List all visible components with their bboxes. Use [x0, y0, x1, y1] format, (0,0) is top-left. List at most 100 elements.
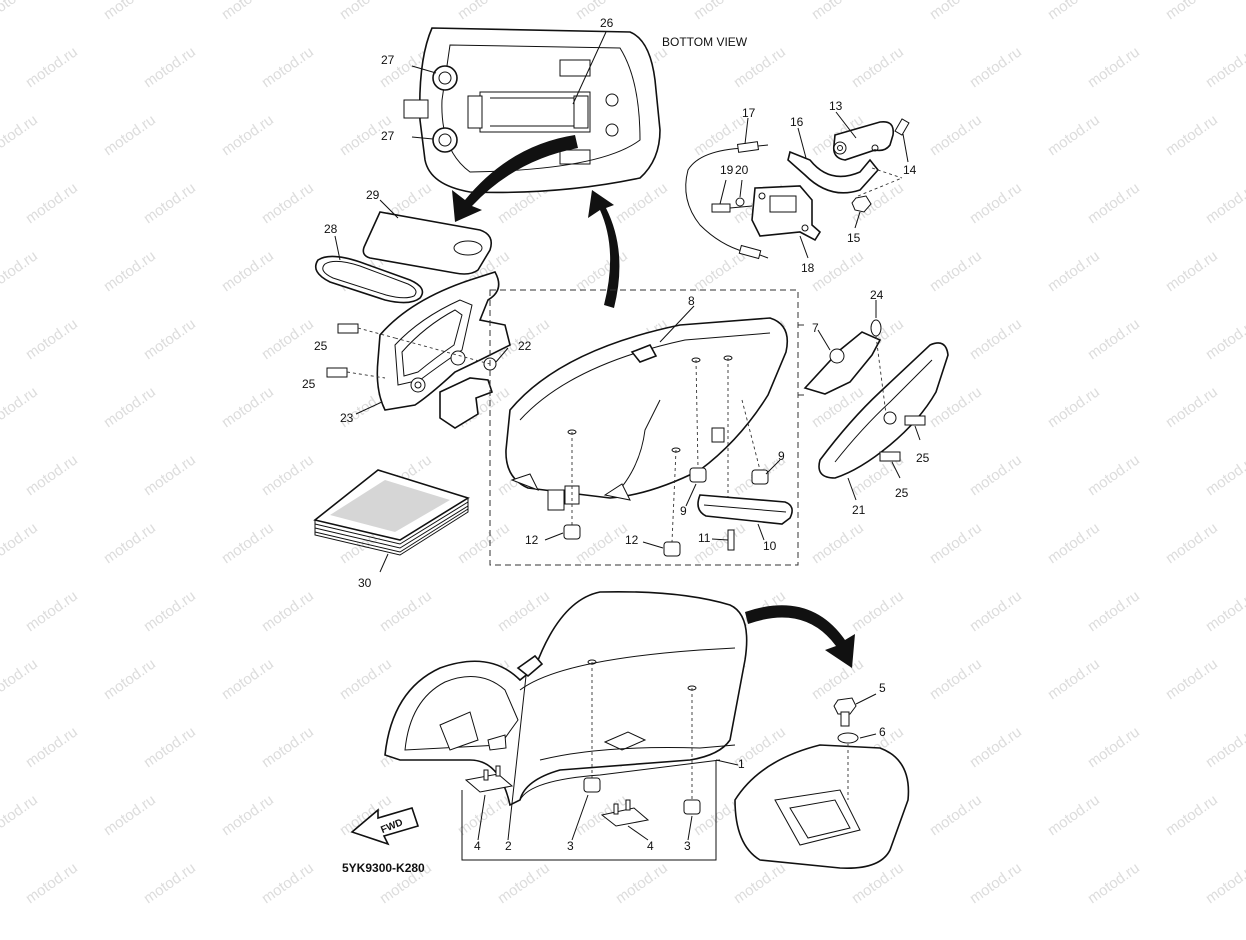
watermark-text-60: motod.ru — [1163, 111, 1221, 159]
watermark-text-137: motod.ru — [377, 587, 435, 635]
watermark-text-178: motod.ru — [927, 791, 985, 839]
watermark-text-180: motod.ru — [1163, 791, 1221, 839]
watermark-text-146: motod.ru — [0, 655, 41, 703]
dashed-box-8 — [489, 289, 799, 566]
bolt-25-lower — [326, 367, 348, 378]
curved-arrow-up — [588, 190, 620, 308]
watermark-text-29: motod.ru — [337, 0, 395, 23]
callout-c30: 30 — [358, 576, 372, 590]
watermark-text-170: motod.ru — [0, 791, 41, 839]
watermark-text-142: motod.ru — [967, 587, 1025, 635]
callout-c10: 10 — [763, 539, 777, 553]
watermark-text-144: motod.ru — [1203, 587, 1246, 635]
callout-c22: 22 — [518, 339, 532, 353]
bottom-view-title: BOTTOM VIEW — [662, 35, 748, 49]
watermark-text-36: motod.ru — [1163, 0, 1221, 23]
bolt-25-side-upper — [904, 415, 926, 426]
watermark-text-75: motod.ru — [101, 247, 159, 295]
watermark-text-67: motod.ru — [613, 179, 671, 227]
callout-c7: 7 — [812, 321, 819, 335]
lock-cylinder-13 — [832, 120, 895, 161]
callout-c24: 24 — [870, 288, 884, 302]
watermark-text-33: motod.ru — [809, 0, 867, 23]
watermark-text-83: motod.ru — [1045, 247, 1103, 295]
callout-c12b: 12 — [625, 533, 639, 547]
damper-9-left — [689, 467, 707, 483]
watermark-text-136: motod.ru — [259, 587, 317, 635]
watermark-text-80: motod.ru — [691, 247, 749, 295]
watermark-text-149: motod.ru — [337, 655, 395, 703]
owners-manual-30 — [313, 469, 470, 573]
callout-c11: 11 — [698, 531, 711, 545]
watermark-text-30: motod.ru — [455, 0, 513, 23]
passenger-seat-8 — [505, 317, 789, 499]
bolt-5-shaft — [840, 711, 850, 727]
curved-arrow-right — [745, 605, 855, 668]
watermark-text-120: motod.ru — [1203, 451, 1246, 499]
callout-c4a: 4 — [474, 839, 481, 853]
callout-c3a: 3 — [567, 839, 574, 853]
callout-c13: 13 — [829, 99, 843, 113]
watermark-text-190: motod.ru — [967, 859, 1025, 907]
washer-20 — [735, 197, 745, 207]
damper-9-right — [751, 469, 769, 485]
watermark-text-98: motod.ru — [0, 383, 41, 431]
watermark-text-156: motod.ru — [1163, 655, 1221, 703]
watermark-text-141: motod.ru — [849, 587, 907, 635]
watermark-text-182: motod.ru — [23, 859, 81, 907]
callout-c9b: 9 — [680, 504, 687, 518]
watermark-text-119: motod.ru — [1085, 451, 1143, 499]
lock-cable-17 — [685, 147, 746, 253]
watermark-text-158: motod.ru — [23, 723, 81, 771]
watermark-text-186: motod.ru — [495, 859, 553, 907]
watermark-text-59: motod.ru — [1045, 111, 1103, 159]
watermark-text-118: motod.ru — [967, 451, 1025, 499]
damper-12-right — [663, 541, 681, 557]
curved-arrow-to-pad — [452, 135, 578, 222]
watermark-text-159: motod.ru — [141, 723, 199, 771]
callout-c25d: 25 — [895, 486, 909, 500]
watermark-text-88: motod.ru — [259, 315, 317, 363]
watermark-text-168: motod.ru — [1203, 723, 1246, 771]
screw-11 — [727, 529, 735, 551]
watermark-text-39: motod.ru — [141, 43, 199, 91]
damper-3-left — [583, 777, 601, 793]
watermark-text-46: motod.ru — [967, 43, 1025, 91]
callout-c6: 6 — [879, 725, 886, 739]
callout-c28: 28 — [324, 222, 338, 236]
bracket-24 — [803, 331, 882, 395]
watermark-text-131: motod.ru — [1045, 519, 1103, 567]
watermark-text-138: motod.ru — [495, 587, 553, 635]
watermark-text-64: motod.ru — [259, 179, 317, 227]
watermark-text-63: motod.ru — [141, 179, 199, 227]
watermark-text-58: motod.ru — [927, 111, 985, 159]
watermark-text-122: motod.ru — [0, 519, 41, 567]
watermark-text-187: motod.ru — [613, 859, 671, 907]
damper-27-bottom — [432, 127, 458, 153]
watermark-text-99: motod.ru — [101, 383, 159, 431]
callout-c25b: 25 — [302, 377, 316, 391]
side-cover-group — [803, 300, 949, 501]
damper-3-right — [683, 799, 701, 815]
watermark-text-95: motod.ru — [1085, 315, 1143, 363]
watermark-text-134: motod.ru — [23, 587, 81, 635]
callout-c15: 15 — [847, 231, 861, 245]
seat-strap-26 — [479, 91, 591, 133]
watermark-text-45: motod.ru — [849, 43, 907, 91]
bottom-view-group — [403, 27, 661, 222]
callout-c27a: 27 — [381, 53, 395, 67]
callout-c21: 21 — [852, 503, 866, 517]
rear-cover-group — [314, 199, 511, 429]
watermark-text-87: motod.ru — [141, 315, 199, 363]
watermark-text-72: motod.ru — [1203, 179, 1246, 227]
callout-c3b: 3 — [684, 839, 691, 853]
watermark-text-34: motod.ru — [927, 0, 985, 23]
watermark-text-108: motod.ru — [1163, 383, 1221, 431]
watermark-text-74: motod.ru — [0, 247, 41, 295]
gasket-28 — [314, 255, 424, 304]
bracket-22 — [439, 377, 494, 429]
watermark-text-40: motod.ru — [259, 43, 317, 91]
watermark-text-127: motod.ru — [573, 519, 631, 567]
callout-c18: 18 — [801, 261, 815, 275]
